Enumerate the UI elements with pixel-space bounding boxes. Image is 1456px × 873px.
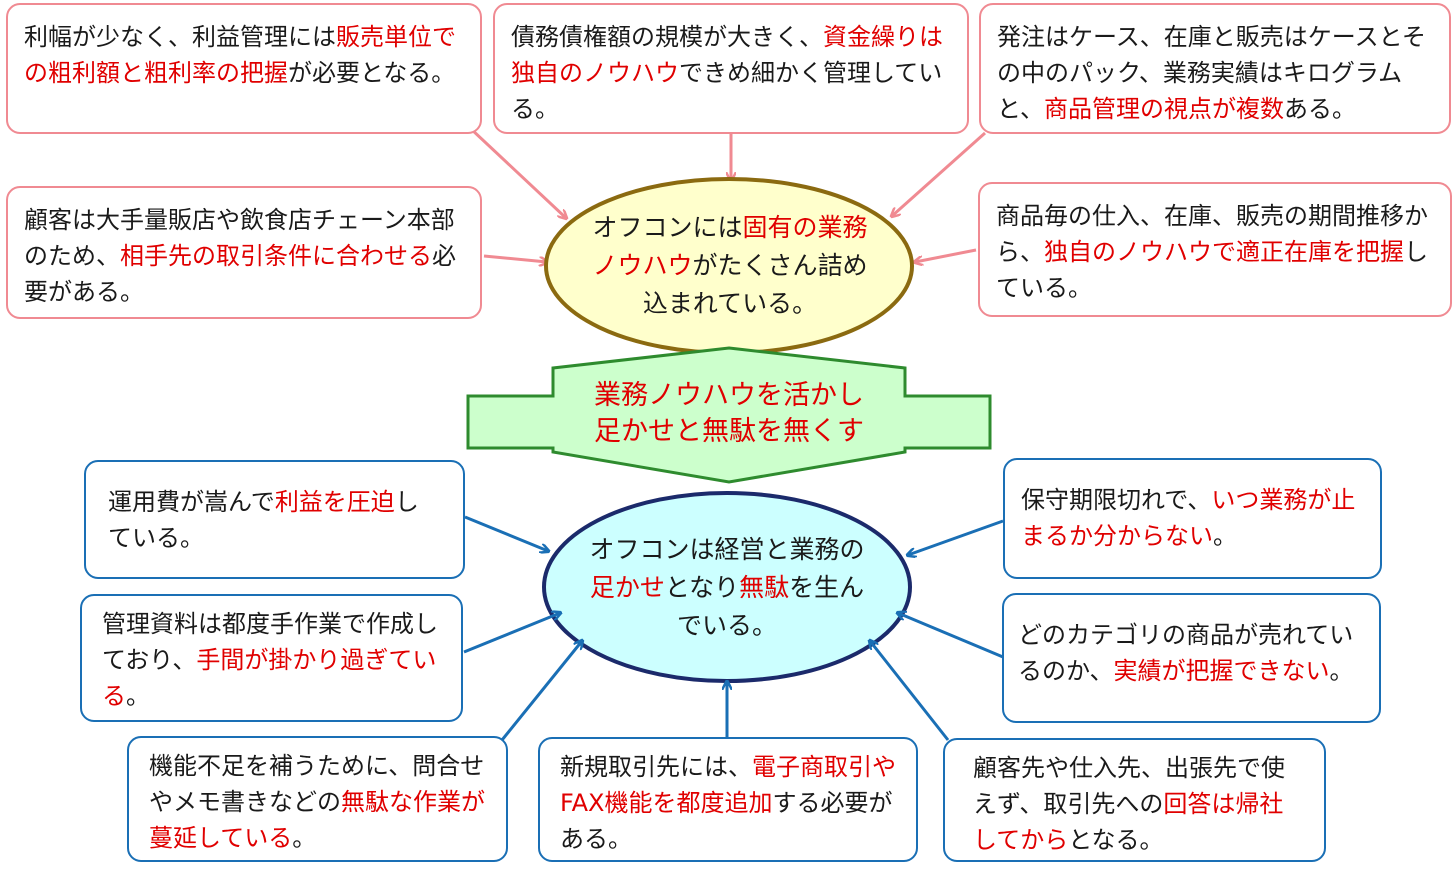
arrow-tl	[468, 126, 566, 218]
body-text: 商品毎の仕入、在庫、販売の期間推移から、	[996, 202, 1428, 266]
highlight-text: 独自のノウハウで適正在庫を把握	[1044, 238, 1404, 266]
banner-shape	[466, 346, 992, 484]
highlight-text: 回答は帰社してから	[973, 790, 1284, 854]
body-text: どのカテゴリの商品が売れているのか、	[1018, 621, 1354, 685]
body-text: 機能不足を補うために、問合せやメモ書きなどの	[149, 752, 485, 816]
banner-text: 業務ノウハウを活かし 足かせと無駄を無くす	[553, 378, 905, 458]
highlight-text: 無駄	[739, 573, 790, 602]
body-text: を生んでいる。	[676, 573, 865, 640]
highlight-text: 相手先の取引条件に合わせる	[120, 242, 432, 270]
highlight-text: 販売単位での粗利額と粗利率の把握	[24, 23, 456, 87]
body-text: 保守期限切れで、	[1021, 486, 1212, 514]
body-text: 。	[1329, 657, 1354, 685]
highlight-text: 無駄な作業が蔓延している	[149, 788, 485, 852]
note-manual-reports: 管理資料は都度手作業で作成しており、手間が掛かり過ぎている。	[80, 594, 463, 722]
body-text: となり	[664, 573, 740, 602]
body-text: 。	[292, 824, 317, 852]
body-text: 新規取引先には、	[560, 753, 752, 781]
body-text: 運用費が嵩んで	[108, 488, 275, 516]
arrow-bl2	[463, 613, 560, 654]
note-maintenance: 保守期限切れで、いつ業務が止まるか分からない。	[1003, 458, 1382, 579]
arrow-br3	[870, 641, 950, 741]
highlight-text: いつ業務が止まるか分からない	[1021, 486, 1356, 550]
arrow-tr	[892, 131, 986, 216]
highlight-text: 資金繰りは独自のノウハウ	[511, 23, 943, 87]
body-text: がたくさん詰め込まれている。	[642, 251, 868, 318]
note-remote-access: 顧客先や仕入先、出張先で使えず、取引先への回答は帰社してからとなる。	[943, 738, 1326, 862]
note-customer-terms: 顧客は大手量販店や飲食店チェーン本部のため、相手先の取引条件に合わせる必要がある…	[6, 186, 482, 319]
body-text: 顧客は大手量販店や飲食店チェーン本部のため、	[24, 206, 455, 270]
body-text: 顧客先や仕入先、出張先で使えず、取引先への	[973, 754, 1285, 818]
arrow-ml	[483, 254, 547, 262]
highlight-text: 手間が掛かり過ぎている	[102, 646, 437, 710]
body-text: となる。	[1068, 826, 1164, 854]
highlight-text: 実績が把握できない	[1113, 657, 1330, 685]
body-text: が必要となる。	[288, 59, 456, 87]
note-edi-fax: 新規取引先には、電子商取引やFAX機能を都度追加する必要がある。	[538, 737, 918, 862]
highlight-text: 電子商取引やFAX機能を都度追加	[560, 753, 896, 817]
body-text: 。	[126, 682, 150, 710]
body-text: 利幅が少なく、利益管理には	[24, 23, 336, 51]
bottom-ellipse-label: オフコンは経営と業務の足かせとなり無駄を生んでいる。	[582, 531, 872, 645]
note-cash-flow: 債務債権額の規模が大きく、資金繰りは独自のノウハウできめ細かく管理している。	[493, 3, 969, 134]
note-sales-results: どのカテゴリの商品が売れているのか、実績が把握できない。	[1002, 593, 1381, 723]
body-text: 。	[1213, 522, 1237, 550]
body-text: オフコンは経営と業務の	[589, 535, 865, 564]
body-text: 債務債権額の規模が大きく、	[511, 23, 823, 51]
banner-line1: 業務ノウハウを活かし	[594, 380, 864, 411]
banner-line2: 足かせと無駄を無くす	[594, 416, 864, 447]
body-text: オフコンには	[592, 213, 743, 242]
bottom-ellipse-text: オフコンは経営と業務の足かせとなり無駄を生んでいる。	[582, 516, 872, 660]
note-product-views: 発注はケース、在庫と販売はケースとその中のパック、業務実績はキログラムと、商品管…	[979, 3, 1451, 134]
body-text: できめ細かく管理している。	[511, 59, 943, 123]
top-ellipse-label: オフコンには固有の業務ノウハウがたくさん詰め込まれている。	[580, 209, 880, 323]
arrow-br1	[908, 519, 1004, 555]
arrow-bl1	[464, 515, 548, 551]
body-text: する必要がある。	[560, 789, 893, 853]
body-text: している。	[108, 488, 419, 552]
arrow-mr	[915, 248, 977, 262]
body-text: している。	[996, 238, 1428, 302]
body-text: ある。	[1284, 95, 1357, 123]
body-text: 必要がある。	[24, 242, 456, 306]
note-inventory: 商品毎の仕入、在庫、販売の期間推移から、独自のノウハウで適正在庫を把握している。	[978, 182, 1452, 317]
top-ellipse-text: オフコンには固有の業務ノウハウがたくさん詰め込まれている。	[580, 194, 880, 338]
arrow-bl3	[496, 641, 582, 746]
highlight-text: 業務ノウハウ	[592, 213, 868, 280]
highlight-text: 商品管理の視点が複数	[1044, 95, 1285, 123]
highlight-text: 固有の	[742, 213, 818, 242]
body-text: 発注はケース、在庫と販売はケースとその中のパック、業務実績はキログラムと、	[997, 23, 1426, 123]
highlight-text: 足かせ	[589, 573, 665, 602]
highlight-text: 利益を圧迫	[274, 488, 395, 516]
note-profit-margin: 利幅が少なく、利益管理には販売単位での粗利額と粗利率の把握が必要となる。	[6, 3, 482, 134]
body-text: 管理資料は都度手作業で作成しており、	[102, 610, 438, 674]
note-operating-cost: 運用費が嵩んで利益を圧迫している。	[84, 460, 465, 579]
arrow-br2	[898, 613, 1004, 659]
note-workarounds: 機能不足を補うために、問合せやメモ書きなどの無駄な作業が蔓延している。	[127, 736, 508, 862]
